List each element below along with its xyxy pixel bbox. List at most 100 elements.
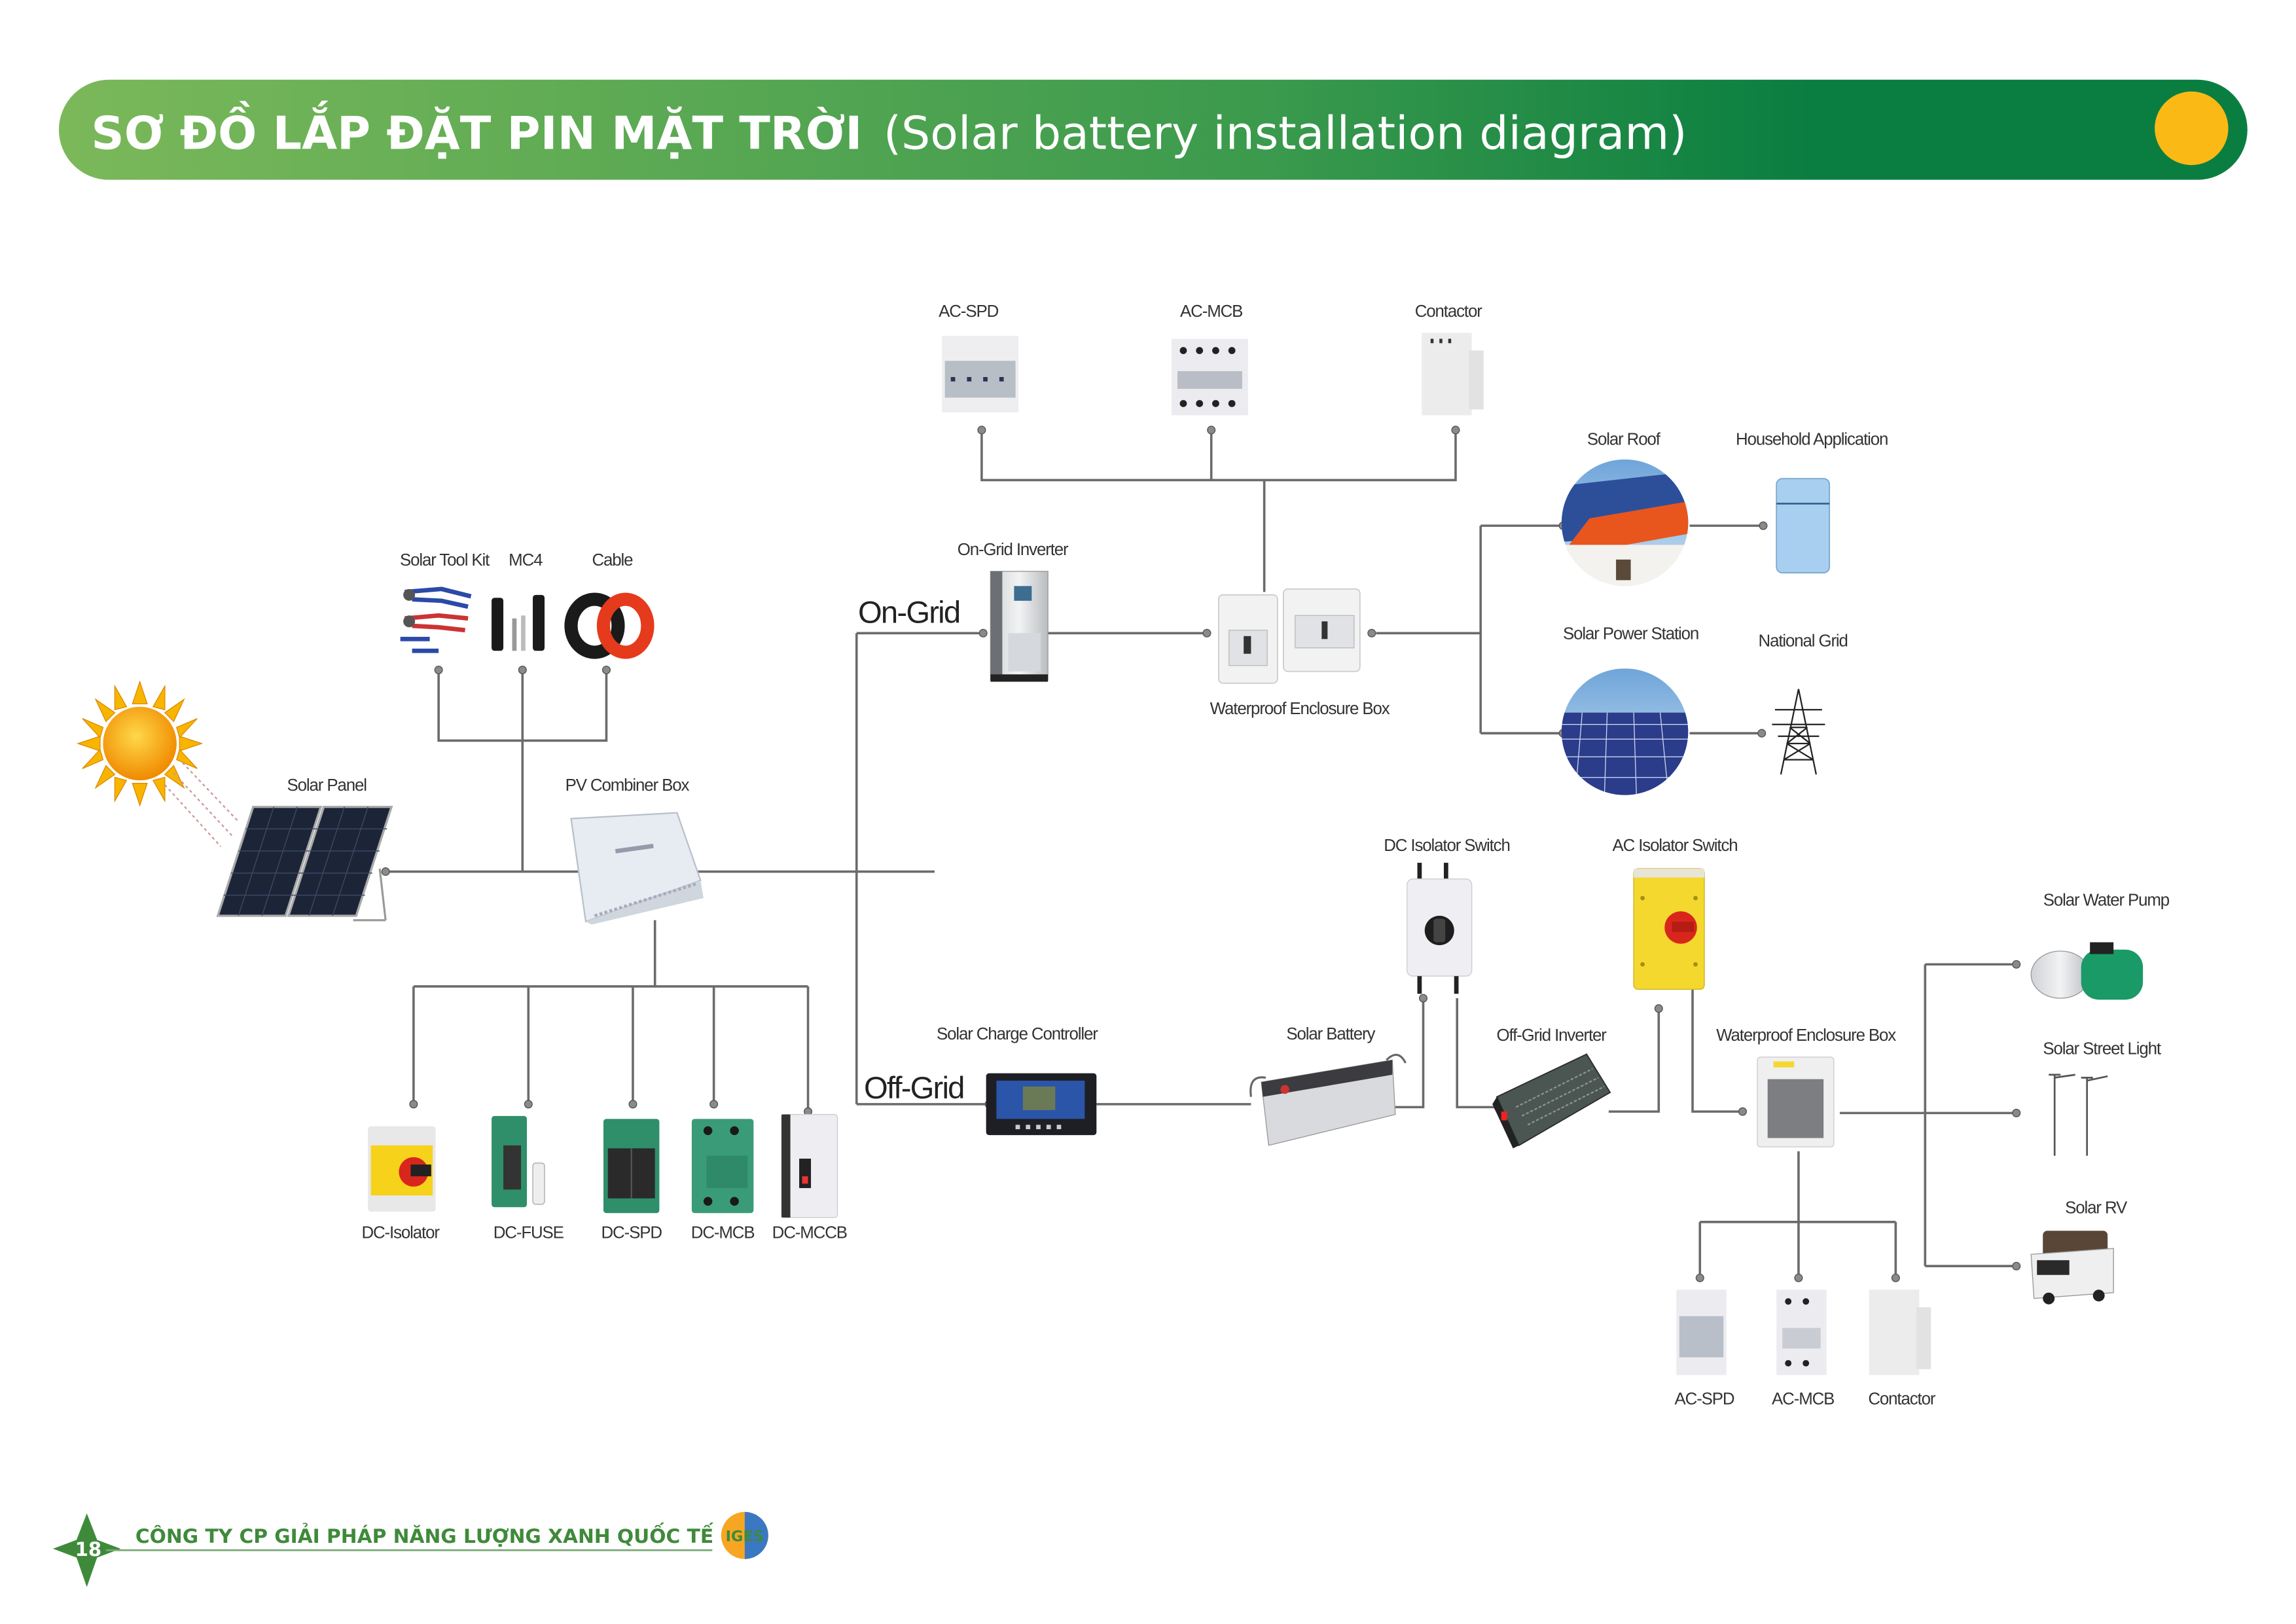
transmission-tower-icon bbox=[1772, 689, 1825, 775]
node bbox=[2012, 960, 2021, 969]
solar-tool-kit-icon bbox=[400, 586, 472, 653]
node bbox=[518, 665, 527, 675]
node bbox=[1759, 521, 1768, 530]
battery-label: Solar Battery bbox=[1286, 1025, 1375, 1043]
off-grid-ac-wire bbox=[1698, 1151, 1897, 1278]
refrigerator-icon bbox=[1776, 478, 1831, 573]
logo-text: IGES bbox=[726, 1528, 764, 1545]
loads-wire bbox=[1839, 963, 2017, 1268]
accessory-label: MC4 bbox=[509, 551, 543, 569]
node bbox=[1418, 994, 1428, 1003]
title-vietnamese: SƠ ĐỒ LẮP ĐẶT PIN MẶT TRỜI bbox=[91, 100, 862, 160]
on-grid-ac-label: AC-MCB bbox=[1180, 302, 1242, 321]
node bbox=[709, 1100, 719, 1109]
accessory-label: Cable bbox=[592, 551, 633, 569]
node bbox=[409, 1100, 418, 1109]
connection-nodes bbox=[381, 425, 2021, 1282]
page-number-badge bbox=[52, 1513, 121, 1587]
solar-panel-icon bbox=[216, 805, 393, 922]
ac-isolator-switch-icon bbox=[1633, 868, 1705, 990]
accent-dot-icon bbox=[2155, 91, 2229, 166]
off-grid-inverter-label: Off-Grid Inverter bbox=[1497, 1026, 1607, 1045]
charge-controller-label: Solar Charge Controller bbox=[937, 1025, 1098, 1043]
on-grid-ac-wire bbox=[980, 429, 1457, 592]
ac-mcb-icon bbox=[1171, 338, 1248, 416]
dc-fuse-icon bbox=[492, 1115, 545, 1208]
company-name: CÔNG TY CP GIẢI PHÁP NĂNG LƯỢNG XANH QUỐ… bbox=[135, 1521, 714, 1547]
off-grid-ac-label: Contactor bbox=[1868, 1390, 1936, 1409]
cable-icon bbox=[564, 592, 655, 659]
dc-isolator-switch-label: DC Isolator Switch bbox=[1384, 837, 1509, 855]
dc-protection-label: DC-SPD bbox=[601, 1224, 662, 1242]
waterproof-enclosure-box-icon bbox=[1757, 1056, 1835, 1147]
iges-logo: IGES bbox=[721, 1511, 768, 1559]
dc-mccb-icon bbox=[781, 1113, 838, 1218]
on-grid-branch-label: On-Grid bbox=[858, 596, 960, 630]
node bbox=[1207, 425, 1216, 435]
pv-combiner-box-icon bbox=[570, 812, 704, 925]
sun-icon bbox=[77, 680, 240, 848]
footer: 18 CÔNG TY CP GIẢI PHÁP NĂNG LƯỢNG XANH … bbox=[52, 1511, 768, 1587]
node bbox=[524, 1100, 533, 1109]
ac-spd-icon bbox=[1676, 1290, 1727, 1375]
on-grid-output-label: Solar Power Station bbox=[1563, 624, 1698, 643]
dc-protection-label: DC-MCB bbox=[691, 1224, 755, 1242]
solar-roof-icon bbox=[1561, 459, 1689, 586]
contactor-icon bbox=[1869, 1290, 1931, 1375]
accessory-label: Solar Tool Kit bbox=[400, 551, 490, 569]
pv-combiner-box-label: PV Combiner Box bbox=[565, 776, 690, 795]
node bbox=[434, 665, 443, 675]
ac-mcb-icon bbox=[1776, 1290, 1827, 1375]
on-grid-output-label: Solar Roof bbox=[1587, 430, 1661, 448]
solar-battery-icon bbox=[1249, 1053, 1407, 1146]
node bbox=[601, 665, 611, 675]
off-grid-enclosure-label: Waterproof Enclosure Box bbox=[1716, 1026, 1896, 1045]
on-grid-inverter-label: On-Grid Inverter bbox=[958, 541, 1069, 559]
on-grid-ac-label: Contactor bbox=[1415, 302, 1483, 321]
off-grid-branch-label: Off-Grid bbox=[864, 1071, 964, 1106]
load-label: Solar Street Light bbox=[2043, 1039, 2161, 1058]
header-bar bbox=[58, 79, 2248, 180]
on-grid-ac-label: AC-SPD bbox=[939, 302, 998, 321]
street-light-icon bbox=[2049, 1074, 2108, 1156]
rv-camper-icon bbox=[2030, 1231, 2114, 1305]
node bbox=[1451, 425, 1460, 435]
node bbox=[977, 425, 986, 435]
header-banner: SƠ ĐỒ LẮP ĐẶT PIN MẶT TRỜI (Solar batter… bbox=[58, 79, 2248, 180]
charge-controller-icon bbox=[986, 1073, 1097, 1136]
solar-power-station-icon bbox=[1561, 668, 1689, 795]
svg-text:SƠ ĐỒ LẮP ĐẶT PIN MẶT TRỜI: SƠ ĐỒ LẮP ĐẶT PIN MẶT TRỜI (Solar batter… bbox=[91, 100, 1687, 160]
solar-panel-label: Solar Panel bbox=[287, 776, 367, 795]
node bbox=[1654, 1004, 1663, 1013]
dc-protection-wire bbox=[412, 920, 810, 1112]
dc-mcb-icon bbox=[691, 1119, 754, 1214]
node bbox=[1738, 1107, 1748, 1116]
ac-spd-icon bbox=[942, 336, 1019, 412]
node bbox=[1367, 628, 1376, 638]
load-label: Solar RV bbox=[2065, 1199, 2128, 1217]
off-grid-inverter-icon bbox=[1492, 1053, 1611, 1149]
node bbox=[381, 867, 390, 876]
off-grid-ac-label: AC-SPD bbox=[1675, 1390, 1734, 1409]
on-grid-output-label: National Grid bbox=[1759, 632, 1848, 651]
node bbox=[1695, 1273, 1704, 1282]
dc-protection-label: DC-Isolator bbox=[361, 1224, 440, 1242]
water-pump-icon bbox=[2030, 942, 2144, 1000]
node bbox=[628, 1100, 637, 1109]
node bbox=[978, 628, 988, 638]
dc-spd-icon bbox=[603, 1119, 660, 1214]
dc-isolator-switch-icon bbox=[1407, 863, 1473, 994]
on-grid-wire bbox=[856, 524, 1767, 734]
load-label: Solar Water Pump bbox=[2043, 891, 2170, 909]
off-grid-ac-label: AC-MCB bbox=[1772, 1390, 1834, 1409]
accessories-wire bbox=[437, 670, 608, 872]
on-grid-output-label: Household Application bbox=[1736, 430, 1888, 448]
off-grid-wire bbox=[856, 989, 1742, 1113]
dc-protection-label: DC-FUSE bbox=[493, 1224, 564, 1242]
node bbox=[2012, 1108, 2021, 1117]
waterproof-enclosure-box-icon bbox=[1218, 588, 1361, 684]
node bbox=[1794, 1273, 1803, 1282]
node bbox=[2012, 1261, 2021, 1271]
mc4-connector-icon bbox=[492, 594, 545, 651]
